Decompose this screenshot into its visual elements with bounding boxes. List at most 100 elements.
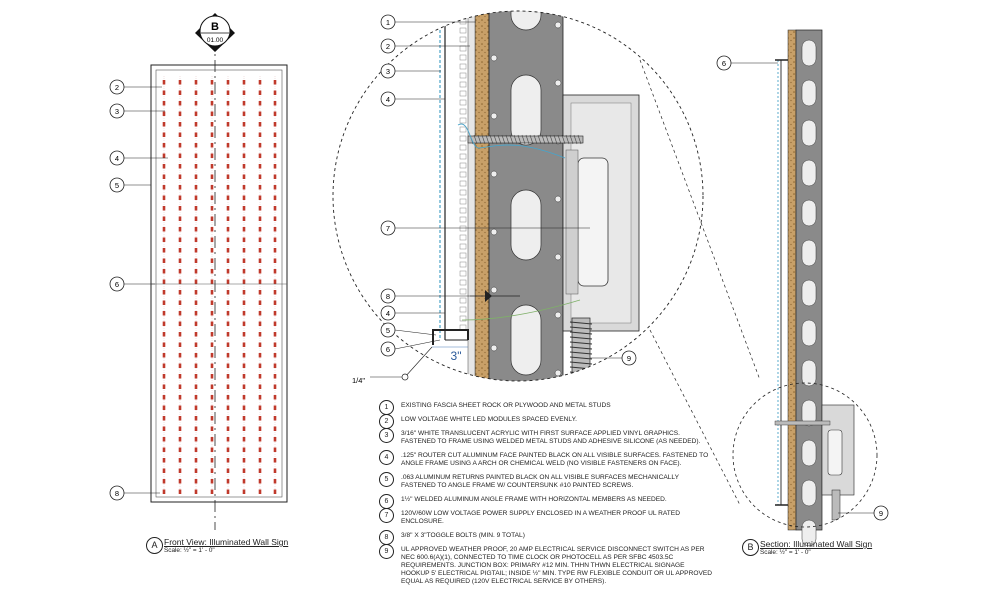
led-module xyxy=(273,437,277,442)
led-module xyxy=(194,90,198,95)
led-module xyxy=(178,489,182,494)
led-module xyxy=(162,122,166,127)
led-module xyxy=(242,311,246,316)
led-module xyxy=(258,111,262,116)
led-module xyxy=(273,458,277,463)
led-module xyxy=(226,206,230,211)
led-module xyxy=(226,395,230,400)
led-module xyxy=(162,468,166,473)
led-module xyxy=(226,132,230,137)
led-module xyxy=(194,132,198,137)
led-module xyxy=(273,195,277,200)
led-module xyxy=(210,468,214,473)
led-module xyxy=(178,206,182,211)
led-module xyxy=(194,458,198,463)
note-text: .063 aluminum returns painted black on a… xyxy=(401,474,679,489)
detail-boundary xyxy=(332,10,704,382)
stud-hole xyxy=(801,519,817,547)
led-module xyxy=(273,416,277,421)
led-module xyxy=(258,174,262,179)
led-module xyxy=(226,342,230,347)
led-module xyxy=(273,426,277,431)
led-module xyxy=(210,248,214,253)
led-module xyxy=(178,384,182,389)
detail-callout-2: 2 xyxy=(386,42,390,51)
led-module xyxy=(258,164,262,169)
led-module xyxy=(273,384,277,389)
led-module xyxy=(273,206,277,211)
stud-hole xyxy=(801,199,817,227)
led-module xyxy=(459,135,467,142)
led-module xyxy=(258,353,262,358)
led-module xyxy=(273,479,277,484)
section-marker: B 01.00 xyxy=(195,13,235,52)
led-module xyxy=(162,258,166,263)
led-module xyxy=(162,395,166,400)
led-module xyxy=(210,395,214,400)
note-text: Existing fascia sheet rock or plywood an… xyxy=(401,402,611,409)
section-view-title: Section: Illuminated Wall Sign xyxy=(760,539,873,549)
led-module xyxy=(210,185,214,190)
led-module xyxy=(258,468,262,473)
led-module xyxy=(178,300,182,305)
stud-hole xyxy=(801,439,817,467)
flex-conduit xyxy=(569,317,593,379)
depth-dimension: 3" xyxy=(451,349,462,363)
led-module xyxy=(178,258,182,263)
led-module xyxy=(459,81,467,88)
led-module xyxy=(178,80,182,85)
led-module xyxy=(273,90,277,95)
detail-callouts: 1 2 3 4 7 8 4 5 6 9 xyxy=(380,14,637,366)
stud-hole xyxy=(510,304,542,376)
led-module xyxy=(210,353,214,358)
led-module xyxy=(459,117,467,124)
fascia-plywood xyxy=(474,11,490,381)
detail-callout-4: 4 xyxy=(386,95,390,104)
led-module xyxy=(242,164,246,169)
led-module xyxy=(273,227,277,232)
led-module xyxy=(242,353,246,358)
led-module xyxy=(258,237,262,242)
note-item: 83/8" x 3"toggle bolts (min. 9 total) xyxy=(378,530,713,545)
led-module xyxy=(258,363,262,368)
led-module xyxy=(162,342,166,347)
led-module xyxy=(459,99,467,106)
led-module xyxy=(162,300,166,305)
front-callout-6: 6 xyxy=(115,280,119,289)
led-module xyxy=(459,45,467,52)
led-module xyxy=(459,234,467,241)
led-module xyxy=(459,279,467,286)
led-module xyxy=(226,468,230,473)
led-module xyxy=(162,332,166,337)
led-module xyxy=(459,270,467,277)
led-module xyxy=(459,225,467,232)
stud-hole xyxy=(510,74,542,146)
led-module xyxy=(242,489,246,494)
led-module xyxy=(459,108,467,115)
front-callout-3: 3 xyxy=(115,107,119,116)
led-module xyxy=(258,437,262,442)
note-number: 4 xyxy=(379,450,394,465)
detail-leader-top xyxy=(639,59,761,381)
led-module xyxy=(210,279,214,284)
led-module xyxy=(210,80,214,85)
note-text: 3/8" x 3"toggle bolts (min. 9 total) xyxy=(401,532,525,539)
led-module xyxy=(258,489,262,494)
led-module xyxy=(242,132,246,137)
led-module xyxy=(226,269,230,274)
led-module xyxy=(258,258,262,263)
led-module xyxy=(459,243,467,250)
led-module xyxy=(226,90,230,95)
led-module xyxy=(210,300,214,305)
led-module xyxy=(258,153,262,158)
led-module xyxy=(162,111,166,116)
led-module xyxy=(178,342,182,347)
led-module xyxy=(194,111,198,116)
led-module xyxy=(194,489,198,494)
led-module xyxy=(242,122,246,127)
led-module xyxy=(178,143,182,148)
led-module xyxy=(210,405,214,410)
note-number: 6 xyxy=(379,494,394,509)
led-module xyxy=(178,90,182,95)
